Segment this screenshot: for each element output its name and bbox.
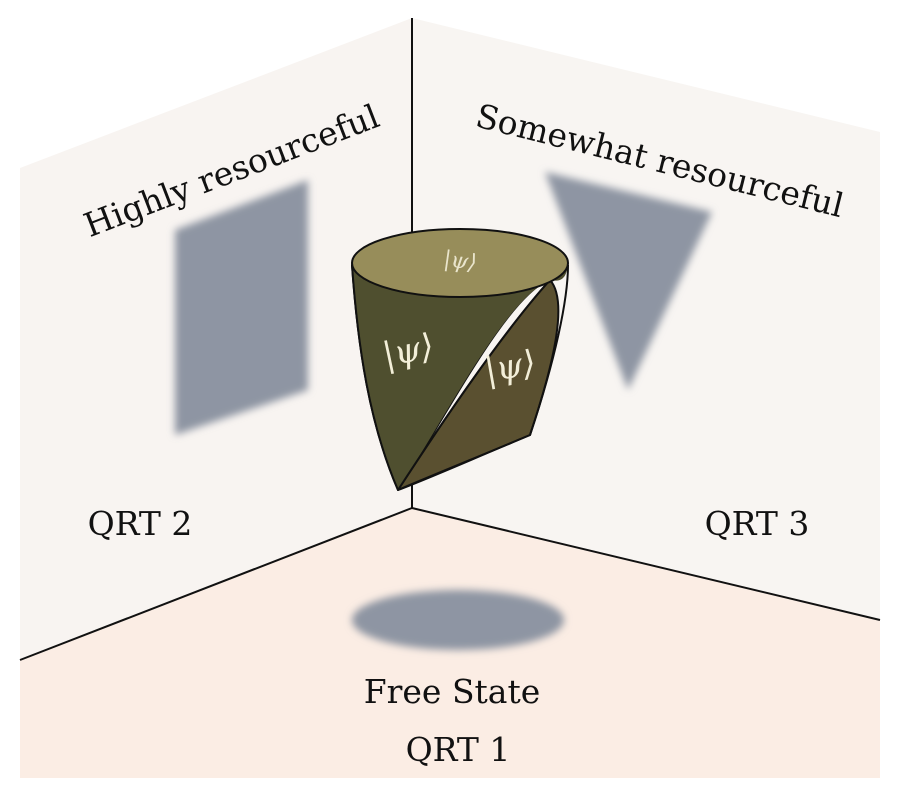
solid-outline [351,264,569,491]
right-wall-shadow-triangle [545,172,712,390]
left-wall-shadow-rectangle [175,180,308,435]
state-symbol-side: |ψ⟩ [481,343,539,391]
solid-top-face [351,228,569,298]
right-wall-name: QRT 3 [705,504,810,543]
floor-caption: Free State [364,672,541,711]
solid-back-fill [352,265,568,490]
floor-shadow-ellipse [352,590,564,650]
floor-name: QRT 1 [406,730,511,769]
state-symbol-top: |ψ⟩ [442,247,478,276]
left-wall-name: QRT 2 [88,504,193,543]
resource-solid [351,228,569,491]
